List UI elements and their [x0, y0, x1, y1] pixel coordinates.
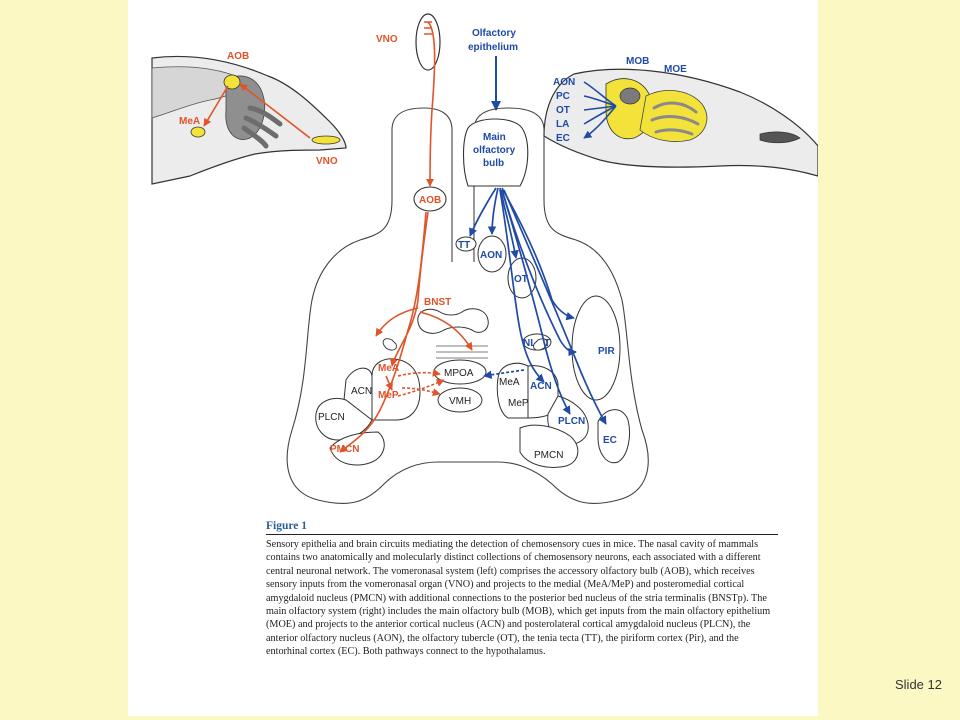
- label-ot: OT: [514, 274, 528, 285]
- label-mpoa: MPOA: [444, 368, 474, 379]
- left-head-inset: AOB MeA VNO: [151, 51, 347, 185]
- label-pmcn-right: PMCN: [534, 450, 563, 461]
- label-mep-right: MeP: [508, 398, 529, 409]
- main-olfactory-pathways: [469, 187, 607, 425]
- label-acn-right: ACN: [530, 381, 552, 392]
- label-mob: MOB: [626, 56, 649, 67]
- label-olfactory-epithelium-1: Olfactory: [472, 28, 516, 39]
- label-mea-inset: MeA: [179, 116, 200, 127]
- label-vmh: VMH: [449, 396, 471, 407]
- vno-organ: VNO: [376, 13, 441, 71]
- label-aob-inset: AOB: [227, 51, 249, 62]
- tt-region: [455, 236, 477, 252]
- label-mob-main-1: Main: [483, 132, 506, 143]
- label-acn-left: ACN: [351, 386, 372, 397]
- brain-outline: [286, 107, 649, 504]
- chemosensory-diagram: AOB MeA VNO MOB MOE AON PC OT LA EC VNO …: [151, 13, 818, 504]
- label-mob-main-3: bulb: [483, 158, 504, 169]
- label-tt: TT: [458, 240, 470, 251]
- label-aon: AON: [480, 250, 502, 261]
- label-moe: MOE: [664, 64, 687, 75]
- label-mea-right: MeA: [499, 377, 520, 388]
- label-pc-inset: PC: [556, 91, 570, 102]
- label-ec: EC: [603, 435, 617, 446]
- label-aob: AOB: [419, 195, 441, 206]
- label-bnst: BNST: [424, 297, 451, 308]
- figure-title: Figure 1: [266, 520, 778, 535]
- label-pir: PIR: [598, 346, 615, 357]
- label-plcn-right: PLCN: [558, 416, 585, 427]
- label-mep-left: MeP: [378, 390, 399, 401]
- label-aon-inset: AON: [553, 77, 575, 88]
- label-pmcn-left: PMCN: [330, 444, 359, 455]
- label-vno-top: VNO: [376, 34, 398, 45]
- figure-caption: Figure 1 Sensory epithelia and brain cir…: [266, 520, 778, 659]
- main-olfactory-bulb: Main olfactory bulb: [462, 118, 529, 187]
- label-mea-left: MeA: [378, 363, 399, 374]
- right-amygdala: MeA MeP ACN PLCN PMCN: [496, 362, 589, 468]
- slide-content: AOB MeA VNO MOB MOE AON PC OT LA EC VNO …: [128, 0, 818, 716]
- label-vno-inset: VNO: [316, 156, 338, 167]
- label-plcn-left: PLCN: [318, 412, 345, 423]
- label-olfactory-epithelium-2: epithelium: [468, 42, 518, 53]
- aon-region: [477, 235, 507, 273]
- label-mob-main-2: olfactory: [473, 145, 516, 156]
- vomeronasal-pathways: [339, 21, 473, 453]
- aob-region: AOB: [413, 186, 447, 212]
- label-ec-inset: EC: [556, 133, 570, 144]
- slide-number: Slide 12: [895, 677, 942, 692]
- right-head-inset: MOB MOE AON PC OT LA EC: [543, 56, 818, 177]
- label-ot-inset: OT: [556, 105, 570, 116]
- figure-caption-text: Sensory epithelia and brain circuits med…: [266, 539, 771, 658]
- label-la-inset: LA: [556, 119, 569, 130]
